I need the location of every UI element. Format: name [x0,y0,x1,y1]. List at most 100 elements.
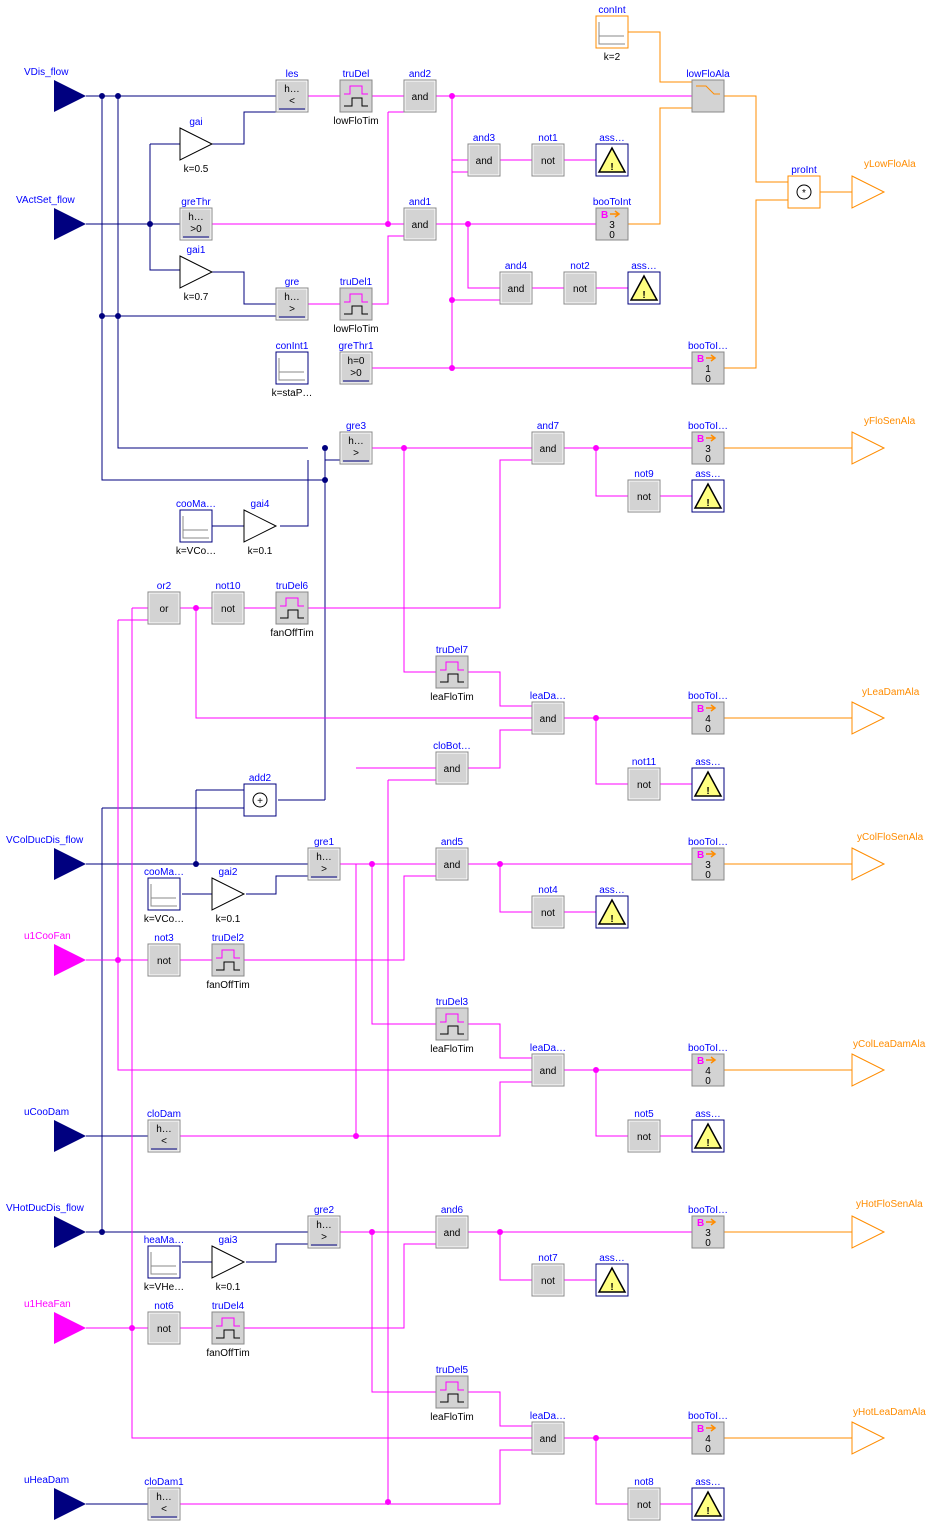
output-yFloSenAla[interactable]: yFloSenAla [851,416,916,465]
input-uCooDam[interactable]: uCooDam [24,1107,86,1152]
block-leaDa2[interactable]: leaDa…and [530,1043,566,1087]
block-ass6[interactable]: ass…! [691,1109,725,1153]
block-ass7[interactable]: ass…! [595,1253,629,1297]
block-ass4[interactable]: ass…! [691,757,725,801]
block-booToI7[interactable]: booToI…B40 [688,1411,728,1455]
svg-text:h…: h… [188,212,204,223]
svg-text:!: ! [706,498,709,509]
block-parameter: fanOffTim [270,628,313,639]
input-VDis_flow[interactable]: VDis_flow [24,67,86,112]
block-lowFloAla[interactable]: lowFloAla [686,69,730,113]
input-VColDucDis_flow[interactable]: VColDucDis_flow [6,835,86,880]
input-VHotDucDis_flow[interactable]: VHotDucDis_flow [6,1203,86,1248]
block-ass5[interactable]: ass…! [595,885,629,929]
block-booToI1[interactable]: booToI…B10 [688,341,728,385]
block-booToI2[interactable]: booToI…B30 [688,421,728,465]
block-cloBot[interactable]: cloBot…and [433,741,471,785]
block-ass3[interactable]: ass…! [691,469,725,513]
block-heaMa[interactable]: heaMa…k=VHe… [144,1235,185,1293]
block-ass2[interactable]: ass…! [627,261,661,305]
block-conInt1[interactable]: conInt1k=staP… [272,341,313,399]
output-yHotLeaDamAla[interactable]: yHotLeaDamAla [851,1407,926,1455]
svg-text:not: not [541,908,555,919]
block-label: ass… [599,133,625,144]
output-yColFloSenAla[interactable]: yColFloSenAla [851,832,924,881]
svg-text:B: B [697,1218,704,1229]
input-uHeaDam[interactable]: uHeaDam [24,1475,86,1520]
block-ass1[interactable]: ass…! [595,133,629,177]
block-booToI4[interactable]: booToI…B30 [688,837,728,881]
block-cooMa2[interactable]: cooMa…k=VCo… [144,867,184,925]
input-u1CooFan[interactable]: u1CooFan [24,931,86,976]
block-label: truDel5 [436,1365,469,1376]
block-booToI6[interactable]: booToI…B30 [688,1205,728,1249]
block-parameter: k=0.1 [216,1282,241,1293]
svg-text:not: not [541,156,555,167]
output-yColLeaDamAla[interactable]: yColLeaDamAla [851,1039,926,1087]
block-proInt[interactable]: proInt* [787,165,821,209]
svg-text:VColDucDis_flow: VColDucDis_flow [6,835,84,846]
input-VActSet_flow[interactable]: VActSet_flow [16,195,86,240]
input-u1HeaFan[interactable]: u1HeaFan [24,1299,86,1344]
block-add2[interactable]: add2+ [243,773,277,817]
svg-text:4: 4 [705,1066,711,1077]
output-yHotFloSenAla[interactable]: yHotFloSenAla [851,1199,923,1249]
block-booToI3[interactable]: booToI…B40 [688,691,728,735]
block-label: not3 [154,933,174,944]
output-yLeaDamAla[interactable]: yLeaDamAla [851,687,920,735]
svg-text:0: 0 [705,724,711,735]
block-booToI5[interactable]: booToI…B40 [688,1043,728,1087]
block-label: gai2 [219,867,238,878]
output-yLowFloAla[interactable]: yLowFloAla [851,159,916,209]
block-ass8[interactable]: ass…! [691,1477,725,1521]
block-leaDa1[interactable]: leaDa…and [530,691,566,735]
block-leaDa3[interactable]: leaDa…and [530,1411,566,1455]
block-parameter: fanOffTim [206,980,249,991]
block-label: gre1 [314,837,334,848]
block-cooMa1[interactable]: cooMa…k=VCo… [176,499,216,557]
